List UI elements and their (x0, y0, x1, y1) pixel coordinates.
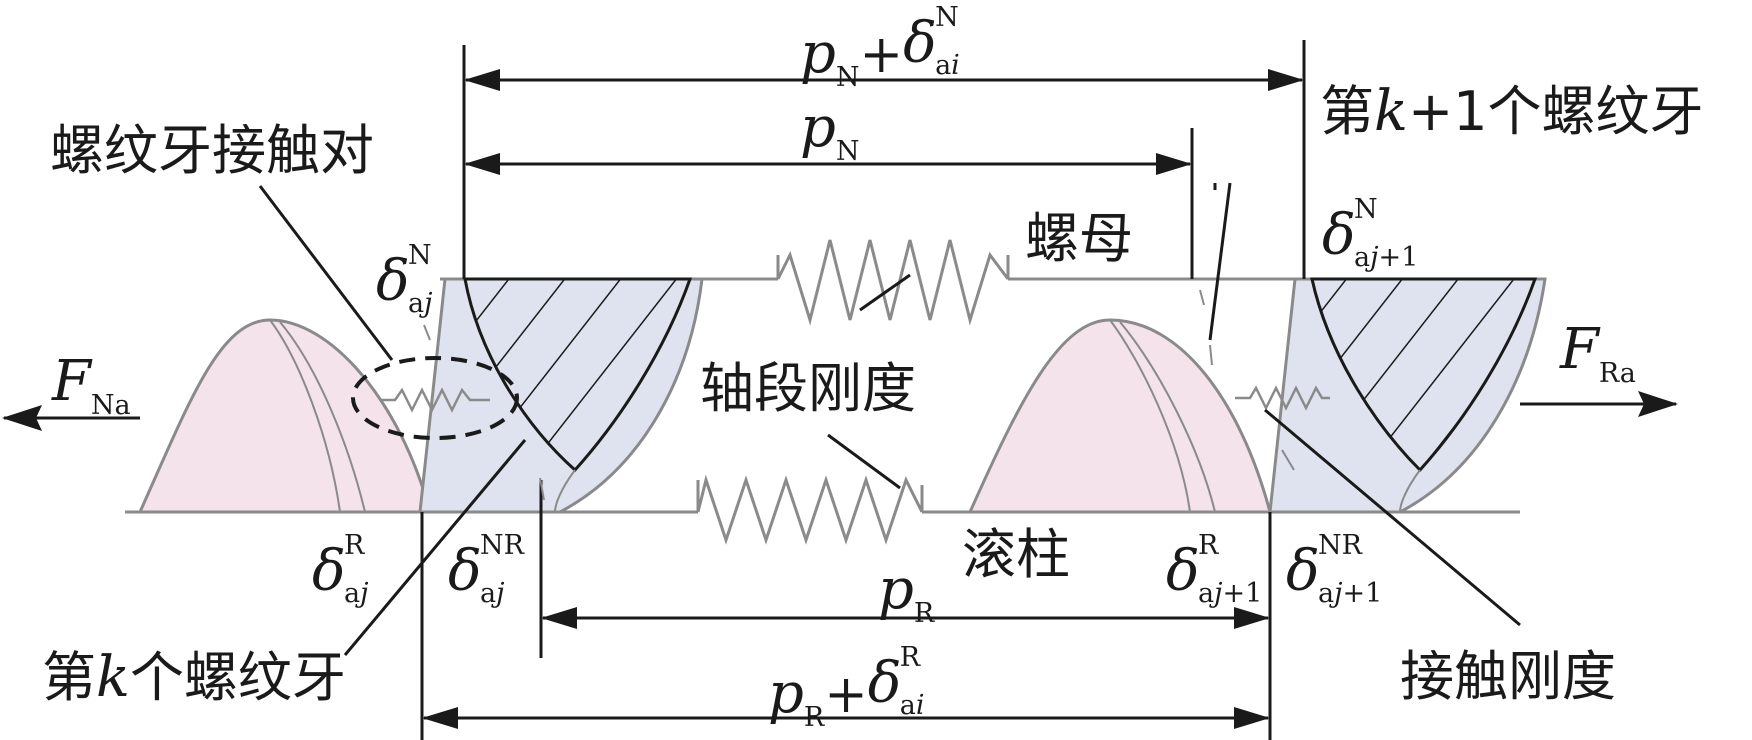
pR-p: p (878, 557, 914, 622)
pNd-p: p (800, 21, 836, 86)
FRa-F: F (1560, 317, 1599, 382)
d-ajNR-low: aj (480, 578, 505, 609)
label-contact-stiffness: 接触刚度 (1400, 645, 1616, 708)
kplus1-k: k (1374, 79, 1408, 144)
d-aj1NR-base: δ (1286, 539, 1320, 604)
pRd-plus: + (824, 665, 868, 725)
label-shaft-stiffness: 轴段刚度 (700, 357, 916, 420)
label-pN: pN (800, 100, 859, 166)
d-aj1R-sup: R (1198, 530, 1219, 561)
leader-lines (258, 182, 1521, 656)
pRd-delta-sup: R (899, 642, 921, 673)
d-ajR-base: δ (312, 539, 346, 604)
k-post: 个螺纹牙 (129, 646, 346, 709)
pN-sub: N (835, 136, 860, 167)
pRd-delta-low: ai (899, 690, 925, 721)
kplus1-post: +1个螺纹牙 (1407, 80, 1704, 143)
d-ajN-sup: N (408, 240, 432, 271)
pNd-sub: N (835, 62, 860, 93)
pNd-delta-sup: N (935, 2, 959, 33)
contact-spring-right (1235, 385, 1330, 411)
pN-p: p (800, 95, 836, 160)
roller-thread-right (967, 318, 1272, 514)
pRd-sub: R (803, 702, 825, 733)
FRa-sub: Ra (1598, 358, 1636, 389)
pNd-delta-base: δ (903, 11, 937, 76)
d-aj1NR-low: aj+1 (1318, 578, 1383, 609)
pNd-plus: + (859, 25, 904, 85)
d-ajNR-sup: NR (480, 530, 524, 561)
d-aj1N-low: aj+1 (1354, 242, 1419, 273)
label-thread-k-plus-1: 第k+1个螺纹牙 (1320, 84, 1704, 140)
pR-sub: R (913, 598, 935, 629)
FNa-F: F (52, 349, 91, 414)
d-aj1R-base: δ (1166, 539, 1200, 604)
d-aj1R-low: aj+1 (1198, 578, 1263, 609)
label-thread-k: 第k个螺纹牙 (42, 650, 346, 706)
label-FNa: FNa (52, 354, 131, 420)
nut-thread-left (418, 277, 704, 514)
label-pR: pR (878, 562, 934, 628)
delta-ticks (423, 289, 1295, 501)
d-aj1N-sup: N (1354, 194, 1378, 225)
shaft-spring-lower (696, 474, 924, 545)
d-ajNR-base: δ (448, 539, 482, 604)
nut-thread-right (1268, 277, 1547, 514)
shaft-spring-upper (776, 239, 1010, 326)
k-k: k (96, 645, 130, 710)
label-thread-contact-pair: 螺纹牙接触对 (50, 119, 374, 182)
label-roller: 滚柱 (962, 523, 1070, 586)
d-aj1NR-sup: NR (1318, 530, 1362, 561)
d-ajR-low: aj (344, 578, 369, 609)
roller-thread-left (137, 318, 432, 514)
d-ajN-base: δ (376, 249, 410, 314)
d-ajR-sup: R (344, 530, 365, 561)
contact-spring-left (380, 387, 490, 413)
k-pre: 第 (42, 646, 96, 709)
FNa-sub: Na (90, 390, 131, 421)
pRd-delta-base: δ (867, 651, 902, 716)
contact-pair-ellipse (351, 356, 519, 440)
label-nut: 螺母 (1025, 207, 1133, 270)
label-FRa: FRa (1560, 322, 1636, 388)
d-aj1N-base: δ (1322, 203, 1356, 268)
pNd-delta-low: ai (935, 50, 960, 81)
d-ajN-low: aj (408, 288, 433, 319)
pRd-p: p (768, 661, 804, 726)
kplus1-pre: 第 (1320, 80, 1374, 143)
